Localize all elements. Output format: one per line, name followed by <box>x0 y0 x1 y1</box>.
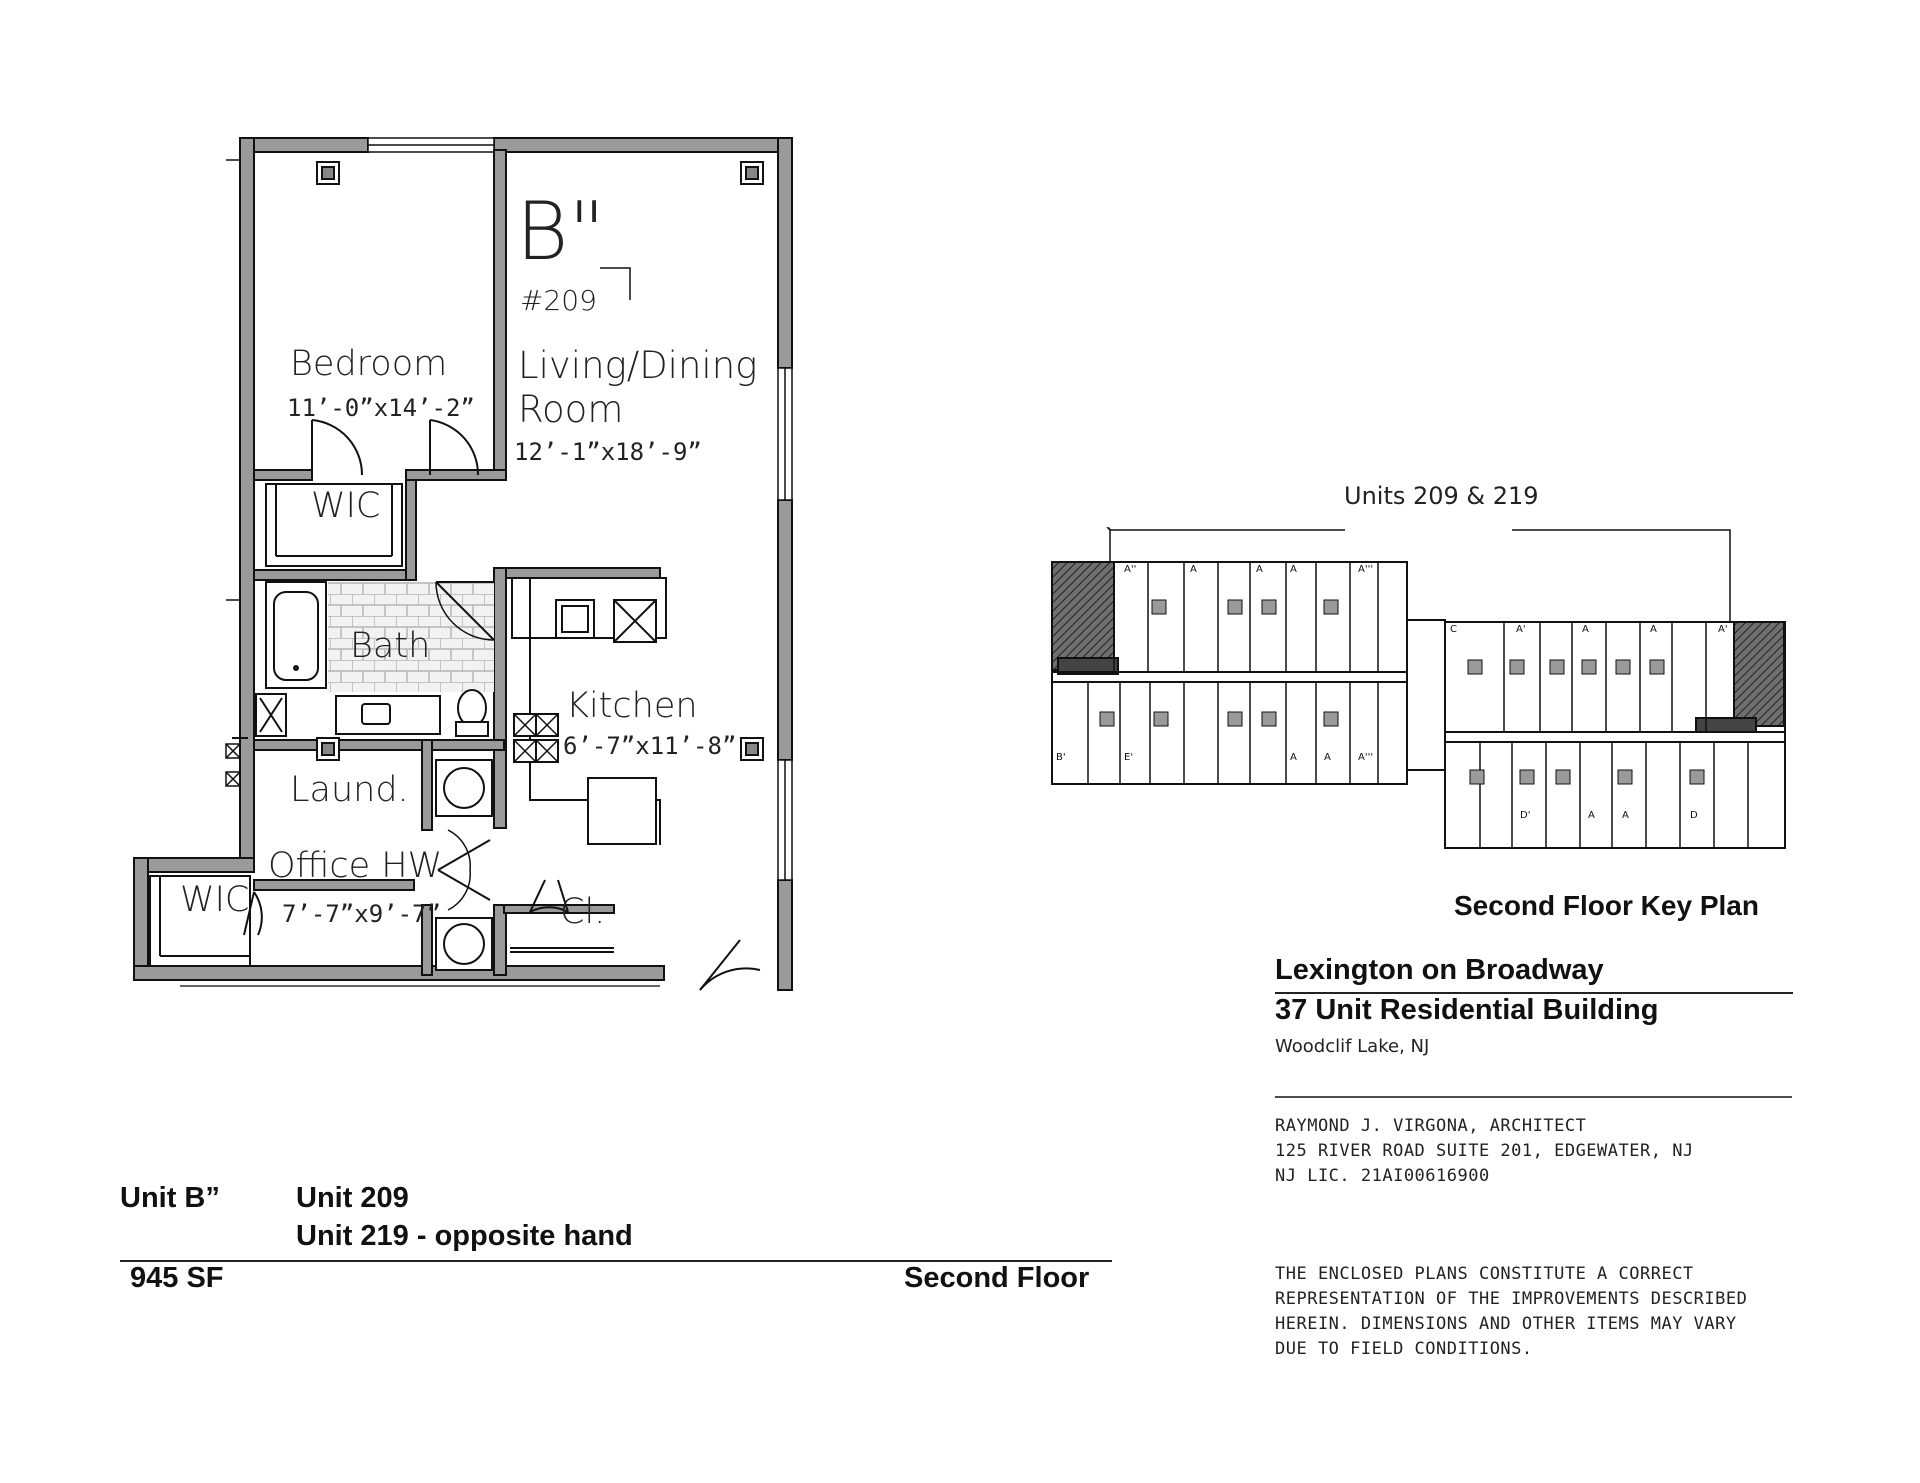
unit-tag: A' <box>1718 624 1728 635</box>
unit-tag: A <box>1190 564 1197 575</box>
disclaimer-line: HEREIN. DIMENSIONS AND OTHER ITEMS MAY V… <box>1275 1314 1737 1334</box>
key-plan-east-units <box>1479 622 1749 848</box>
bath-label: Bath <box>350 626 431 666</box>
laundry-machines <box>435 759 493 971</box>
key-plan-west-cores <box>1099 599 1339 727</box>
office-dimensions: 7’-7”x9’-7” <box>282 900 441 928</box>
unit-number-label: #209 <box>520 284 597 317</box>
living-room-label-1: Living/Dining <box>518 344 758 387</box>
unit-tag: A'' <box>1124 564 1137 575</box>
living-room-label-2: Room <box>518 388 624 431</box>
unit-tag: A''' <box>1358 752 1374 763</box>
key-plan-west-units <box>1087 562 1379 784</box>
closet-shelf <box>510 947 614 953</box>
unit-tag: A <box>1582 624 1589 635</box>
key-plan-title: Second Floor Key Plan <box>1454 890 1759 921</box>
bedroom-label: Bedroom <box>290 344 448 384</box>
project-name: Lexington on Broadway <box>1275 954 1604 986</box>
project-location: Woodclif Lake, NJ <box>1275 1036 1430 1057</box>
laundry-label: Laund. <box>290 770 409 810</box>
architect-address: 125 RIVER ROAD SUITE 201, EDGEWATER, NJ <box>1275 1141 1694 1161</box>
disclaimer-line: REPRESENTATION OF THE IMPROVEMENTS DESCR… <box>1275 1289 1748 1309</box>
unit-type-caption: Unit B” <box>120 1182 220 1214</box>
kitchen-dimensions: 6’-7”x11’-8” <box>563 732 737 760</box>
bedroom-dimensions: 11’-0”x14’-2” <box>287 394 475 422</box>
unit-tag: A <box>1650 624 1657 635</box>
key-plan-callout-leaders <box>1106 527 1731 622</box>
disclaimer-line: THE ENCLOSED PLANS CONSTITUTE A CORRECT <box>1275 1264 1694 1284</box>
key-plan-east-cores <box>1467 659 1705 785</box>
floor-label: Second Floor <box>904 1262 1090 1294</box>
unit-type-label: B" <box>516 185 606 278</box>
unit-tag: D <box>1690 810 1698 821</box>
unit-tag: A <box>1622 810 1629 821</box>
wic-shelving <box>265 483 403 567</box>
unit-tag: A <box>1256 564 1263 575</box>
unit-tag: E' <box>1124 752 1134 763</box>
architect-name: RAYMOND J. VIRGONA, ARCHITECT <box>1275 1116 1587 1136</box>
kitchen-label: Kitchen <box>566 686 698 726</box>
wic-bottom-label: WIC <box>180 880 250 920</box>
unit-209-caption: Unit 209 <box>296 1182 409 1214</box>
wic-top-label: WIC <box>311 486 381 526</box>
exterior-walls <box>133 137 793 991</box>
key-plan-connector <box>1406 619 1446 771</box>
kitchen-counters <box>232 577 667 845</box>
unit-info-divider <box>120 1260 1112 1262</box>
unit-tag: A' <box>1516 624 1526 635</box>
unit-area: 945 SF <box>130 1262 224 1294</box>
bath-area <box>255 581 495 737</box>
unit-tag-leader <box>600 267 631 300</box>
columns <box>316 161 764 761</box>
bedroom-doors <box>311 419 480 476</box>
unit-tag: A''' <box>1358 564 1374 575</box>
right-windows <box>777 367 793 881</box>
unit-tag: D' <box>1520 810 1531 821</box>
interior-walls <box>253 149 661 976</box>
key-plan-east-wing <box>1444 621 1786 849</box>
project-divider <box>1275 992 1793 994</box>
living-room-dimensions: 12’-1”x18’-9” <box>514 438 702 466</box>
unit-tag: A <box>1588 810 1595 821</box>
unit-tag: A <box>1290 752 1297 763</box>
office-label: Office HW <box>268 846 443 886</box>
left-vents <box>225 159 241 787</box>
top-window <box>367 137 495 153</box>
unit-tag: A <box>1290 564 1297 575</box>
unit-tag: A <box>1324 752 1331 763</box>
closet-label: Cl. <box>560 892 606 932</box>
wic-bottom-shelf <box>149 875 251 967</box>
architect-license: NJ LIC. 21AI00616900 <box>1275 1166 1490 1186</box>
disclaimer-line: DUE TO FIELD CONDITIONS. <box>1275 1339 1533 1359</box>
key-plan-west-wing <box>1051 561 1408 785</box>
unit-219-caption: Unit 219 - opposite hand <box>296 1220 633 1252</box>
unit-tag: C <box>1450 624 1457 635</box>
key-plan-callout: Units 209 & 219 <box>1344 482 1539 510</box>
project-subtitle: 37 Unit Residential Building <box>1275 994 1659 1026</box>
unit-tag: B' <box>1056 752 1066 763</box>
